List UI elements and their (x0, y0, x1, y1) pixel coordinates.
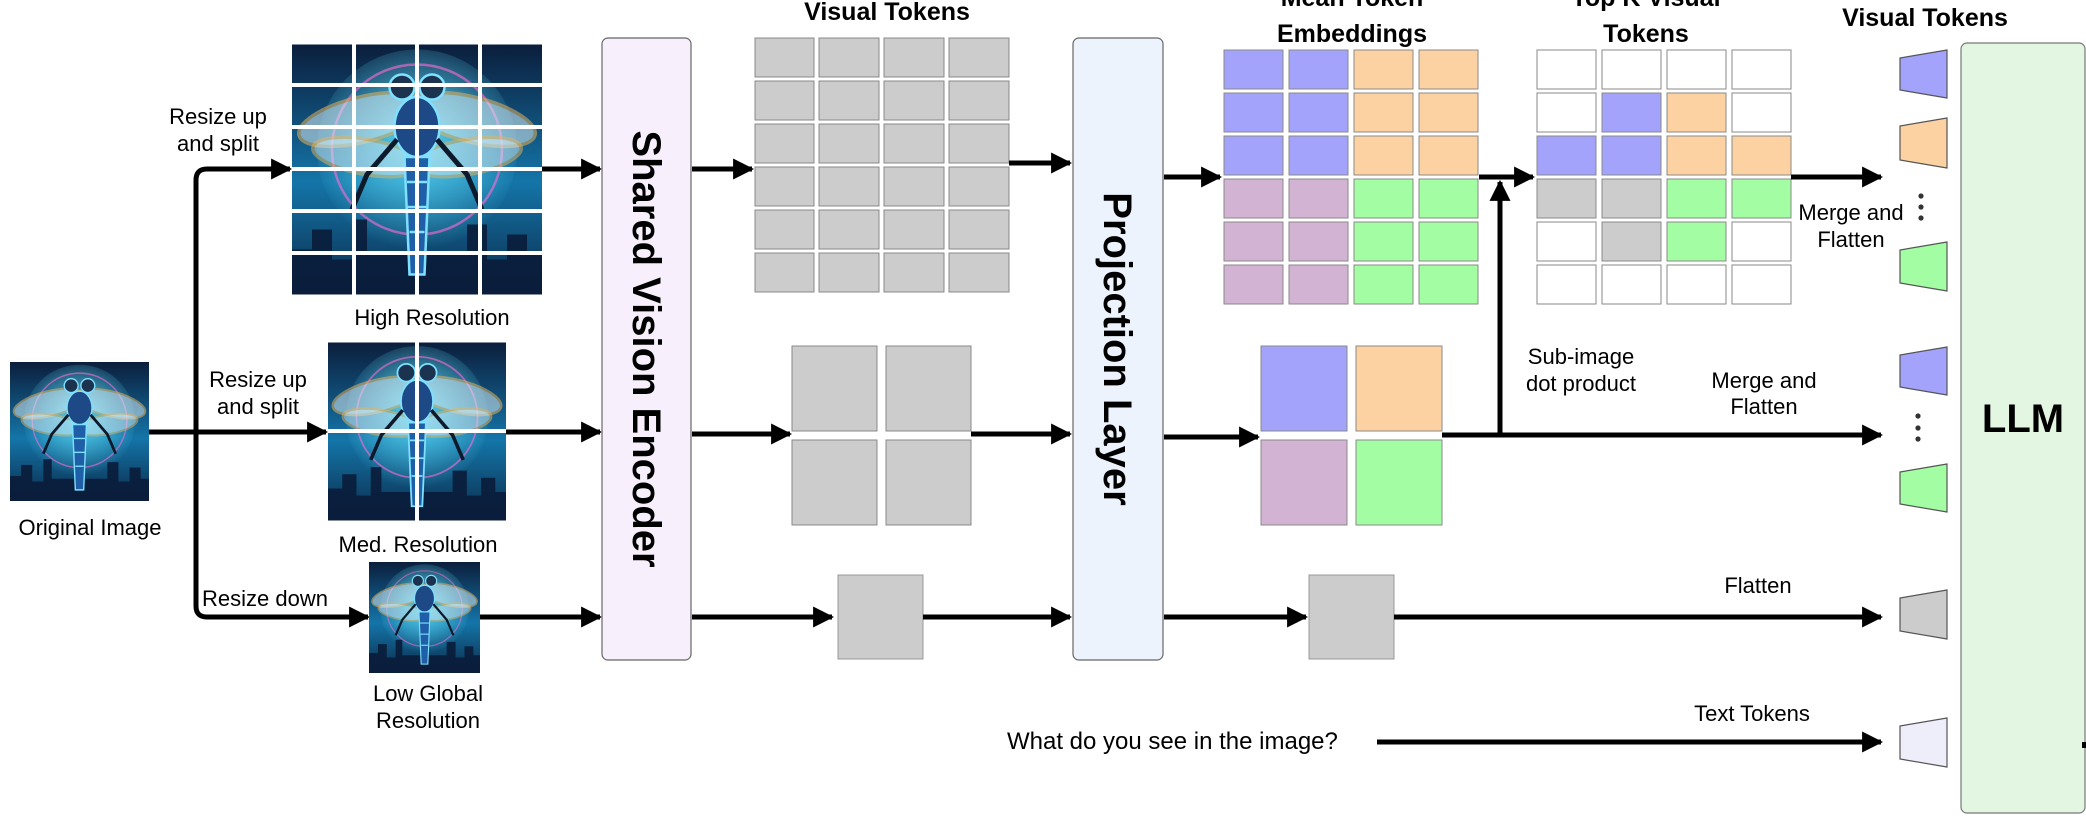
subimage-label-1: Sub-image (1528, 344, 1634, 369)
low-global-label-2: Resolution (376, 708, 480, 733)
high-resolution-label: High Resolution (354, 305, 509, 330)
tokens-to-projection-arrows (923, 152, 1073, 628)
merge-flatten-mid-label-1: Merge and (1711, 368, 1816, 393)
output-token-gray (1899, 589, 1948, 640)
output-token-text (1899, 717, 1948, 768)
low-global-label-1: Low Global (373, 681, 483, 706)
resize-down-label: Resize down (202, 586, 328, 611)
original-image (10, 362, 149, 501)
resize-up-split-top-label-1: Resize up (169, 104, 267, 129)
projection-layer-box (1072, 37, 1164, 661)
mean-embeddings-grid-high (1223, 49, 1479, 305)
image-to-encoder-arrows (480, 158, 603, 628)
output-token-green-1 (1899, 241, 1948, 292)
flatten-label: Flatten (1724, 573, 1791, 598)
visual-tokens-header: Visual Tokens (804, 0, 970, 26)
output-token-blue-2 (1899, 346, 1948, 396)
med-resolution-label: Med. Resolution (339, 532, 498, 557)
shared-vision-encoder-box (601, 37, 692, 661)
mean-token-header-2: Embeddings (1277, 20, 1427, 48)
output-tokens (1899, 49, 1948, 768)
llm-box (1960, 42, 2086, 814)
merge-flatten-top-label-2: Flatten (1817, 227, 1884, 252)
input-branch-lines (149, 158, 371, 628)
projection-layer-label: Projection Layer (1095, 192, 1139, 505)
original-image-label: Original Image (18, 515, 161, 540)
text-tokens-label: Text Tokens (1694, 701, 1810, 726)
embeddings-to-topk-arrows (1394, 166, 1884, 628)
output-token-blue-1 (1899, 49, 1948, 99)
visual-tokens-right-header: Visual Tokens (1842, 4, 2008, 32)
subimage-label-2: dot product (1526, 371, 1636, 396)
projection-to-embeddings-arrows (1164, 166, 1309, 628)
mean-embedding-low (1308, 574, 1395, 660)
merge-flatten-mid-label-2: Flatten (1730, 394, 1797, 419)
visual-token-low (837, 574, 924, 660)
low-resolution-image (369, 562, 480, 673)
resize-up-split-mid-label-2: and split (217, 394, 299, 419)
high-resolution-image (292, 43, 542, 296)
mean-embeddings-grid-med (1260, 345, 1443, 526)
shared-vision-encoder-label: Shared Vision Encoder (624, 130, 668, 567)
ellipsis-dots (1915, 193, 1924, 442)
merge-flatten-top-label-1: Merge and (1798, 200, 1903, 225)
resize-up-split-mid-label-1: Resize up (209, 367, 307, 392)
topk-header-2: Tokens (1603, 20, 1689, 48)
med-resolution-image (328, 341, 506, 522)
topk-header-1: Top K Visual (1571, 0, 1720, 12)
topk-tokens-grid (1536, 49, 1792, 305)
llm-edge-mark (2082, 742, 2086, 748)
resize-up-split-top-label-2: and split (177, 131, 259, 156)
output-token-orange (1899, 117, 1948, 169)
llm-label: LLM (1982, 397, 2064, 441)
visual-tokens-grid-high (754, 37, 1010, 293)
visual-tokens-grid-med (791, 345, 972, 526)
mean-token-header-1: Mean Token (1281, 0, 1424, 12)
question-text: What do you see in the image? (1007, 728, 1338, 755)
output-token-green-2 (1899, 463, 1948, 513)
encoder-to-tokens-arrows (692, 158, 835, 628)
